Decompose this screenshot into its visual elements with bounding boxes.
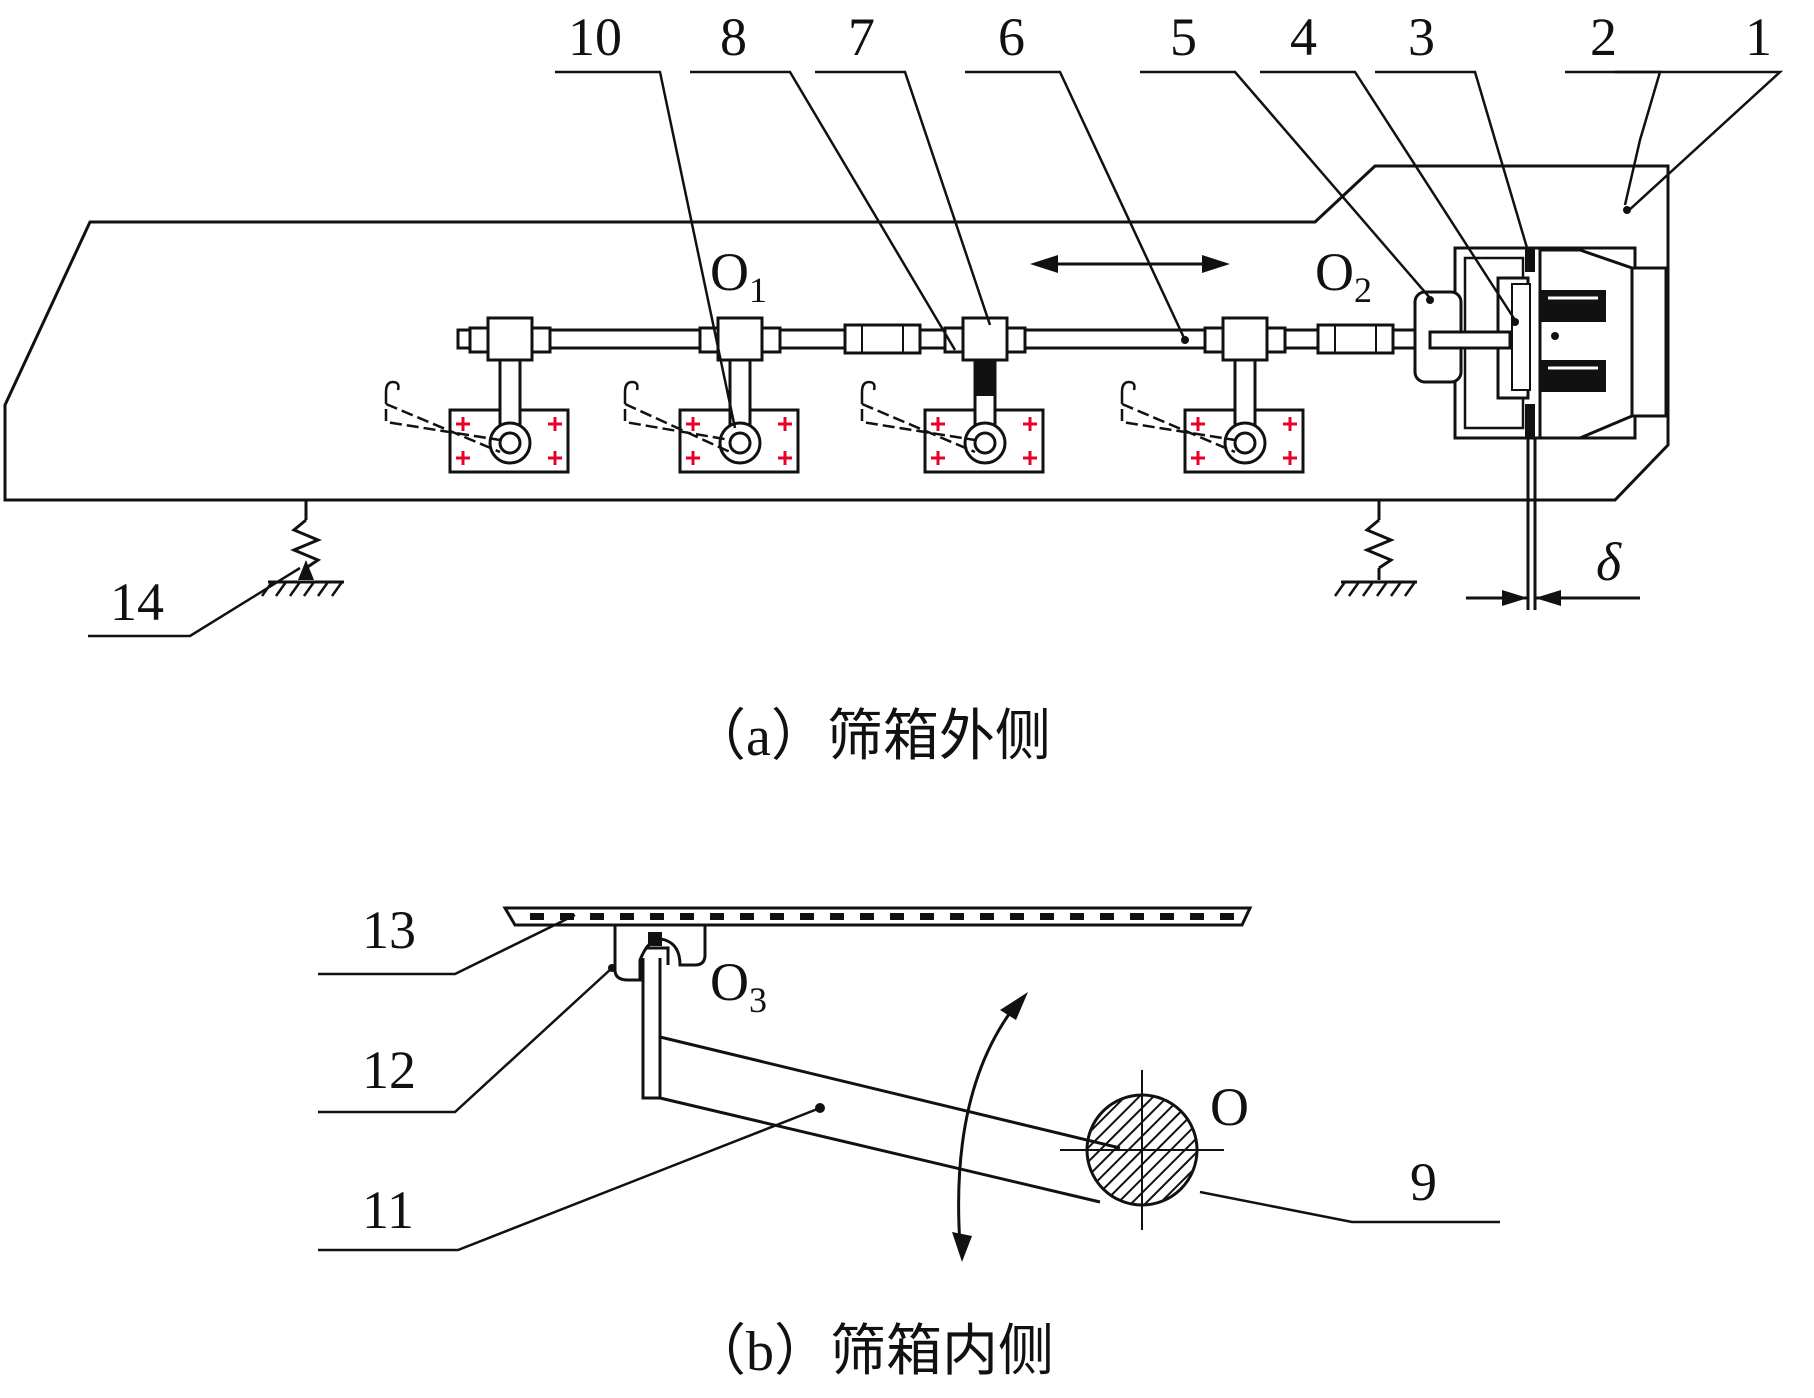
leader-dot-12: [608, 964, 616, 972]
reciprocating-arrow: [1030, 255, 1230, 273]
screen-hole: [620, 913, 634, 920]
leader-lines-b: [318, 913, 1500, 1252]
clearance-dimension: δ: [1466, 532, 1640, 606]
drive-assembly: [1413, 246, 1668, 610]
point-o3-subscript: 3: [749, 980, 767, 1020]
crank-unit-4: [1120, 316, 1305, 474]
label-3: 3: [1408, 7, 1435, 67]
point-o2-subscript: 2: [1354, 270, 1372, 310]
screen-hole: [740, 913, 754, 920]
screen-hole: [530, 913, 544, 920]
screen-hole: [800, 913, 814, 920]
screen-hole: [950, 913, 964, 920]
label-7: 7: [848, 7, 875, 67]
screen-hole: [1040, 913, 1054, 920]
point-o: O: [1210, 1077, 1249, 1137]
label-4: 4: [1290, 7, 1317, 67]
label-2: 2: [1590, 7, 1617, 67]
pendulum-lever: [641, 958, 1224, 1230]
screen-hole: [710, 913, 724, 920]
leader-lines-a: [88, 70, 1784, 638]
screen-box-outline: [3, 164, 1670, 502]
crank-unit-3: [860, 316, 1045, 474]
screen-hole: [590, 913, 604, 920]
screen-box-inside-view: 13 12 11 9 O3 O （b）筛箱内侧: [318, 900, 1500, 1383]
screen-hole: [860, 913, 874, 920]
screen-hole: [1190, 913, 1204, 920]
crank-unit-2: [623, 316, 800, 474]
point-o1: O1: [710, 242, 767, 310]
label-11: 11: [362, 1180, 414, 1240]
screen-hole: [770, 913, 784, 920]
label-13: 13: [362, 900, 416, 960]
label-12: 12: [362, 1040, 416, 1100]
point-o3: O3: [710, 952, 767, 1020]
label-10: 10: [568, 7, 622, 67]
label-5: 5: [1170, 7, 1197, 67]
screen-hole: [1130, 913, 1144, 920]
spring-support-right: [1333, 500, 1419, 598]
screen-hole: [680, 913, 694, 920]
label-8: 8: [720, 7, 747, 67]
screen-hole: [1160, 913, 1174, 920]
label-1: 1: [1745, 7, 1772, 67]
screen-hole: [1220, 913, 1234, 920]
crank-unit-1: [384, 316, 570, 474]
delta-label: δ: [1596, 532, 1622, 592]
screen-hole: [980, 913, 994, 920]
screen-hole: [1100, 913, 1114, 920]
label-9: 9: [1410, 1152, 1437, 1212]
leader-dots-a: [1181, 206, 1631, 344]
point-o2: O2: [1315, 242, 1372, 310]
label-6: 6: [998, 7, 1025, 67]
hook-holder: [613, 925, 707, 982]
screen-box-outside-view: δ 1 2 3 4 5 6 7: [3, 7, 1784, 768]
leader-dot-11: [815, 1103, 825, 1113]
label-14: 14: [110, 572, 164, 632]
point-o1-subscript: 1: [749, 270, 767, 310]
screen-hole: [650, 913, 664, 920]
screen-hole: [560, 913, 574, 920]
screen-hole: [1010, 913, 1024, 920]
screen-hole: [830, 913, 844, 920]
screen-hole: [1070, 913, 1084, 920]
screen-hole: [920, 913, 934, 920]
spring-support-left: [260, 500, 346, 598]
caption-b: （b）筛箱内侧: [690, 1321, 1054, 1383]
screen-hole: [890, 913, 904, 920]
caption-a: （a）筛箱外侧: [690, 706, 1051, 768]
swing-arc-arrow: [952, 992, 1028, 1262]
screen-plate: [502, 906, 1253, 927]
